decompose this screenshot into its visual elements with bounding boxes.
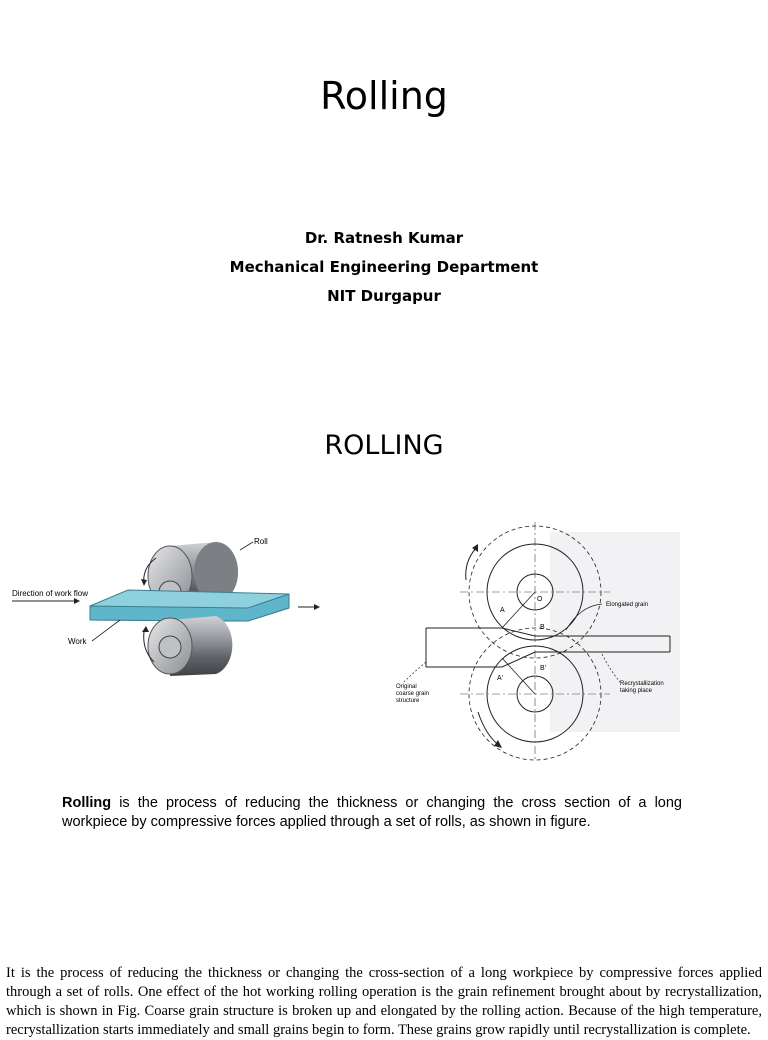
workpiece-side	[89, 593, 290, 622]
recrystallization-label-1: Recrystallization	[620, 681, 664, 687]
author-institute: NIT Durgapur	[327, 287, 441, 305]
watermark-logo	[550, 532, 680, 732]
strip-top-edge	[426, 627, 670, 637]
roll-label: Roll	[254, 537, 268, 546]
rolling-schematic-figure: Roll Direction of work flow Work	[12, 537, 320, 676]
top-roll-back	[194, 542, 238, 602]
author-name: Dr. Ratnesh Kumar	[304, 229, 464, 247]
author-department: Mechanical Engineering Department	[229, 258, 539, 276]
label-o: O	[537, 596, 543, 603]
label-a-prime: A'	[497, 675, 503, 682]
work-label: Work	[68, 637, 88, 646]
caption-text: is the process of reducing the thickness…	[62, 795, 682, 830]
recrystallization-label-2: taking place	[620, 688, 653, 694]
flow-label: Direction of work flow	[12, 589, 88, 598]
elongated-grain-label: Elongated grain	[606, 602, 648, 608]
strip-bottom-edge	[426, 651, 670, 668]
body-paragraph: It is the process of reducing the thickn…	[6, 965, 762, 1038]
grain-structure-figure: O A B B' A' Elongated grain Recrystalliz…	[396, 522, 680, 762]
bottom-rotation-arrow	[143, 631, 155, 663]
bottom-roll-axle	[158, 635, 182, 659]
original-grain-label-2: coarse grain	[396, 691, 429, 697]
section-heading: ROLLING	[324, 430, 444, 461]
label-b-prime: B'	[540, 665, 546, 672]
label-a: A	[500, 607, 505, 614]
original-grain-label-1: Original	[396, 684, 417, 690]
slide-title: Rolling	[320, 74, 448, 118]
original-grain-label-3: structure	[396, 698, 420, 704]
figure-caption: Rolling is the process of reducing the t…	[62, 794, 682, 832]
label-b: B	[540, 624, 545, 631]
caption-bold-term: Rolling	[62, 795, 112, 811]
